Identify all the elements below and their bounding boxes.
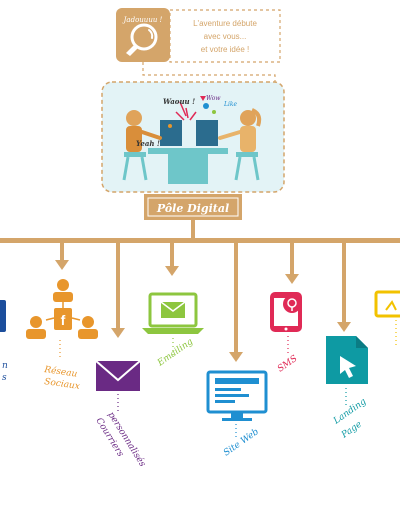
burst-icon: [168, 96, 216, 128]
desk: [148, 148, 228, 154]
landing-label-1: Landing: [331, 397, 368, 427]
trunk-stem: [191, 220, 195, 240]
woman-figure: [218, 108, 262, 181]
partial-left-label-2: s: [2, 373, 7, 383]
speech-waouu: Waouu !: [163, 97, 195, 106]
branch-line-emailing: [165, 243, 179, 276]
left-monitor: [160, 120, 182, 146]
reseaux-label-2: Sociaux: [44, 377, 81, 392]
hub-label-inner: [147, 197, 239, 217]
intro-line-2: avec vous...: [204, 32, 247, 41]
reseaux-label-1: Réseau: [43, 364, 79, 380]
man-figure: [122, 110, 162, 181]
speech-wow: Wow: [206, 95, 221, 102]
intro-line-3: et votre idée !: [201, 45, 249, 54]
partial-yellow-device-icon: [374, 290, 400, 346]
branch-line-courriers: [111, 243, 125, 338]
envelope-icon: [95, 360, 141, 391]
svg-text:f: f: [61, 312, 66, 328]
branch-line-siteweb: [229, 243, 243, 362]
sms-label: SMS: [276, 354, 299, 375]
social-network-icon: f: [26, 279, 98, 339]
speech-yeah: Yeah !: [136, 139, 160, 148]
intro-connector: [142, 62, 276, 82]
partial-left-label-1: n: [2, 361, 8, 371]
trunk-bar: [0, 238, 400, 243]
branch-lines: [55, 243, 351, 362]
bulb-box: Jadouuuu !: [116, 8, 170, 62]
branch-line-landing: [337, 243, 351, 332]
lightbulb-icon: [126, 23, 158, 56]
branch-line-reseaux: [55, 243, 69, 270]
monitor-web-icon: [206, 370, 268, 421]
bulb-box-bg: [116, 8, 170, 62]
emailing-label: Emailing: [155, 337, 195, 369]
hub-label: Pôle Digital: [144, 194, 242, 220]
speech-like: Like: [223, 101, 238, 108]
siteweb-label: Site Web: [222, 427, 261, 459]
intro-box-border: [169, 9, 281, 63]
landing-page-icon: [326, 336, 368, 384]
branch-line-sms: [285, 243, 299, 284]
laptop-mail-icon: [142, 292, 204, 334]
right-monitor: [196, 120, 218, 146]
phone-sms-icon: [270, 292, 302, 332]
desk-base: [168, 154, 208, 184]
bulb-caption: Jadouuuu !: [122, 16, 163, 24]
intro-box: L'aventure débute avec vous... et votre …: [169, 9, 281, 63]
hub-label-text: Pôle Digital: [156, 202, 229, 215]
hub-illustration: Waouu ! Yeah ! Wow Like: [101, 81, 285, 193]
intro-line-1: L'aventure débute: [193, 19, 257, 28]
partial-blue-device-icon: [0, 300, 6, 332]
